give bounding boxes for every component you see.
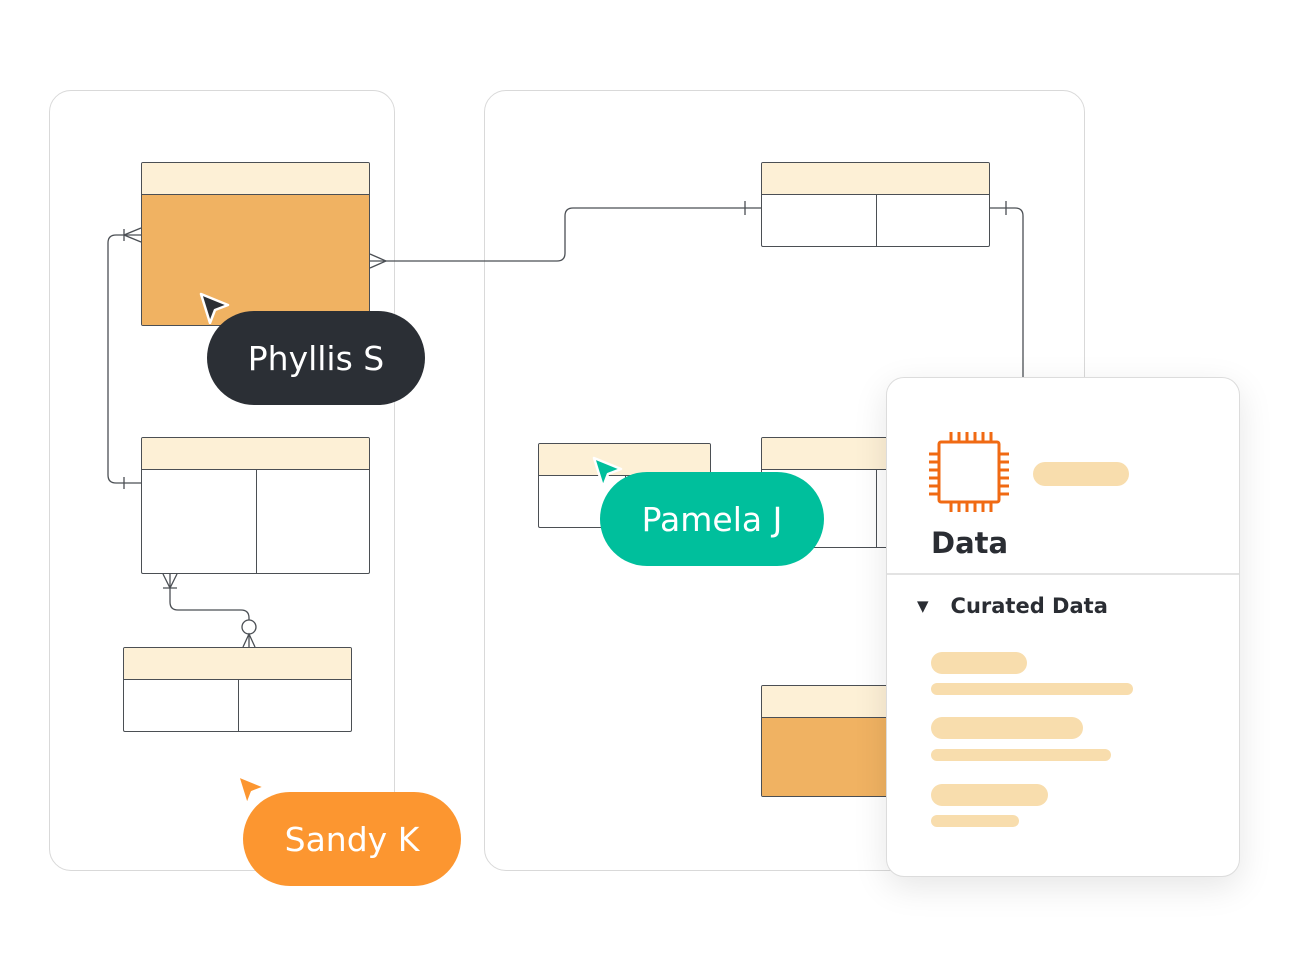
cursor-icon bbox=[199, 292, 230, 324]
connector-line bbox=[990, 207, 1024, 378]
placeholder-bar bbox=[931, 815, 1019, 827]
entity-table[interactable] bbox=[141, 437, 370, 574]
caret-down-icon[interactable]: ▼ bbox=[917, 597, 929, 615]
placeholder-bar bbox=[931, 749, 1111, 761]
placeholder-bar bbox=[931, 652, 1027, 674]
entity-cell bbox=[255, 195, 369, 325]
placeholder-bar bbox=[931, 784, 1048, 806]
cursor-icon bbox=[236, 774, 267, 806]
placeholder-bar bbox=[931, 717, 1083, 739]
entity-table[interactable] bbox=[123, 647, 352, 732]
curated-data-section[interactable]: ▼ Curated Data bbox=[917, 594, 1108, 618]
entity-header bbox=[124, 648, 351, 680]
collaborator-name: Sandy K bbox=[284, 819, 420, 859]
entity-cell bbox=[124, 680, 239, 731]
crows-foot-marker bbox=[122, 227, 142, 243]
data-panel: Data ▼ Curated Data bbox=[886, 377, 1240, 877]
section-label: Curated Data bbox=[950, 594, 1108, 618]
entity-header bbox=[539, 444, 710, 476]
entity-cell bbox=[142, 470, 257, 573]
collaborator-name: Pamela J bbox=[641, 499, 783, 539]
placeholder-bar bbox=[1033, 462, 1129, 486]
crows-foot-marker bbox=[162, 573, 178, 590]
crows-foot-marker bbox=[242, 632, 256, 648]
microchip-icon bbox=[929, 432, 1009, 512]
entity-cell bbox=[762, 718, 877, 796]
connector-line bbox=[169, 574, 250, 647]
connector-line bbox=[370, 207, 761, 262]
collaborator-name: Phyllis S bbox=[247, 338, 385, 378]
collaborator-label-pamela: Pamela J bbox=[600, 472, 824, 566]
collaborator-label-phyllis: Phyllis S bbox=[207, 311, 425, 405]
panel-title: Data bbox=[931, 526, 1009, 560]
zero-marker bbox=[241, 619, 257, 635]
crows-foot-marker bbox=[369, 253, 388, 269]
entity-cell bbox=[762, 470, 877, 547]
entity-table[interactable] bbox=[761, 162, 990, 247]
entity-header bbox=[762, 163, 989, 195]
collaborator-label-sandy: Sandy K bbox=[243, 792, 461, 886]
placeholder-bar bbox=[931, 683, 1133, 695]
entity-header bbox=[142, 438, 369, 470]
panel-divider bbox=[887, 573, 1239, 575]
cursor-icon bbox=[592, 456, 623, 488]
connector-line bbox=[107, 234, 141, 484]
entity-header bbox=[142, 163, 369, 195]
entity-cell bbox=[762, 195, 877, 246]
entity-cell bbox=[142, 195, 257, 325]
